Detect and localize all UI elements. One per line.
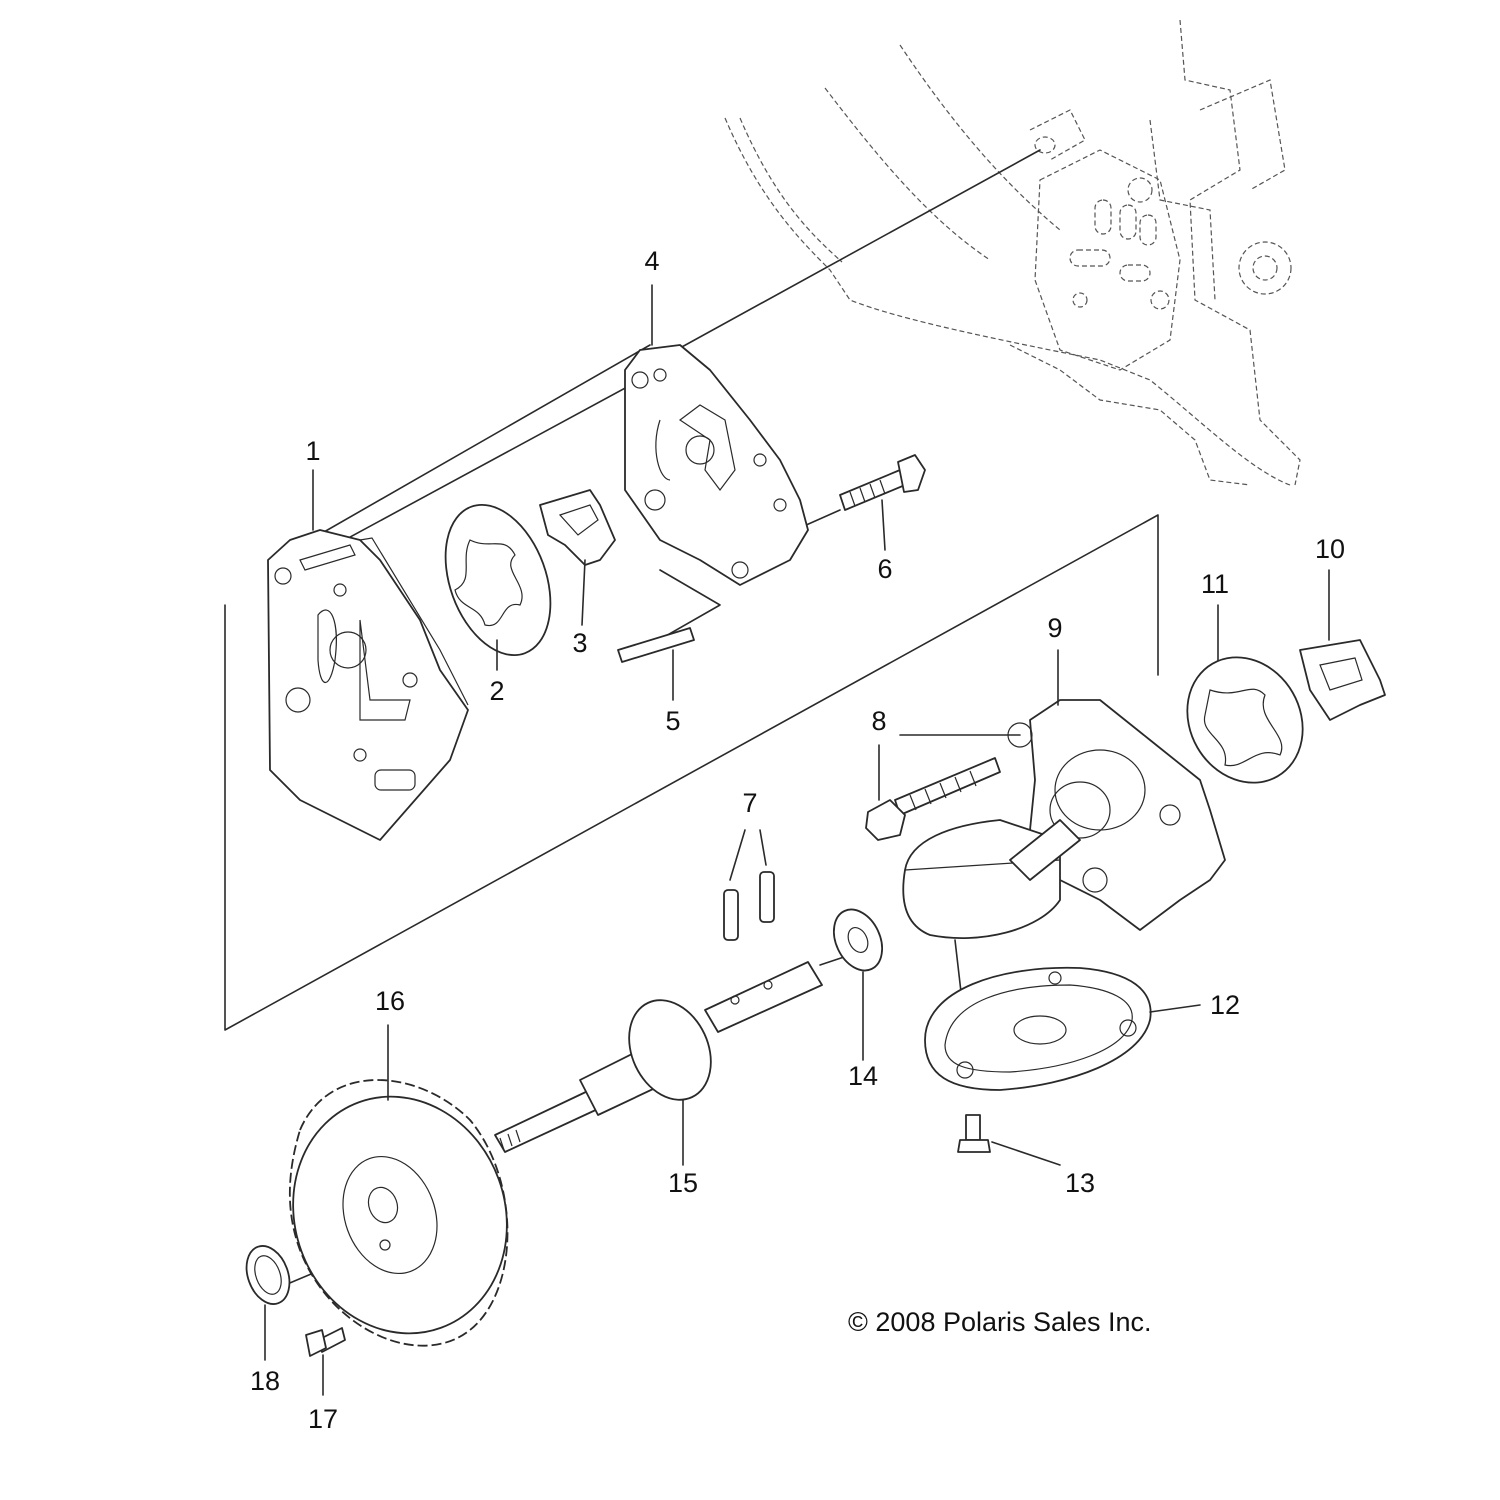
inner-rotor-part-3 (539, 489, 616, 566)
washer-part-14 (833, 908, 883, 972)
callout-10: 10 (1315, 534, 1345, 564)
callout-17: 17 (308, 1404, 338, 1434)
callout-16: 16 (375, 986, 405, 1016)
callout-9: 9 (1047, 613, 1062, 643)
callout-4: 4 (644, 246, 659, 276)
outer-rotor-part-2 (444, 503, 552, 657)
drive-gear-part-16 (288, 1079, 509, 1347)
callout-1: 1 (305, 436, 320, 466)
pump-cover-part-4 (624, 344, 809, 586)
bolt-part-13 (957, 1114, 991, 1153)
pins-part-7 (723, 871, 775, 941)
strainer-screen-part-12 (924, 966, 1152, 1091)
callout-2: 2 (489, 676, 504, 706)
callout-6: 6 (877, 554, 892, 584)
outer-rotor-part-11 (1186, 656, 1304, 784)
leader-lines (264, 284, 1330, 1396)
callout-13: 13 (1065, 1168, 1095, 1198)
screw-part-6 (839, 454, 926, 511)
callout-labels: 1 2 3 4 5 6 7 8 9 10 11 12 13 14 15 16 1… (250, 246, 1345, 1434)
bolt-part-17 (305, 1327, 346, 1357)
callout-7: 7 (742, 788, 757, 818)
callout-15: 15 (668, 1168, 698, 1198)
pump-housing-part-1 (267, 529, 469, 841)
bolt-part-8 (865, 757, 1001, 841)
callout-3: 3 (572, 628, 587, 658)
callout-8: 8 (871, 706, 886, 736)
washer-part-18 (245, 1245, 291, 1305)
copyright-notice: © 2008 Polaris Sales Inc. (848, 1307, 1152, 1337)
inner-rotor-part-10 (1299, 639, 1386, 721)
callout-5: 5 (665, 706, 680, 736)
drive-shaft-part-15 (494, 961, 823, 1153)
callout-18: 18 (250, 1366, 280, 1396)
engine-case-phantom (724, 19, 1301, 486)
callout-11: 11 (1201, 569, 1229, 599)
strainer-housing (902, 819, 1081, 939)
dowel-pin-part-5 (617, 627, 695, 663)
callout-14: 14 (848, 1061, 878, 1091)
callout-12: 12 (1210, 990, 1240, 1020)
